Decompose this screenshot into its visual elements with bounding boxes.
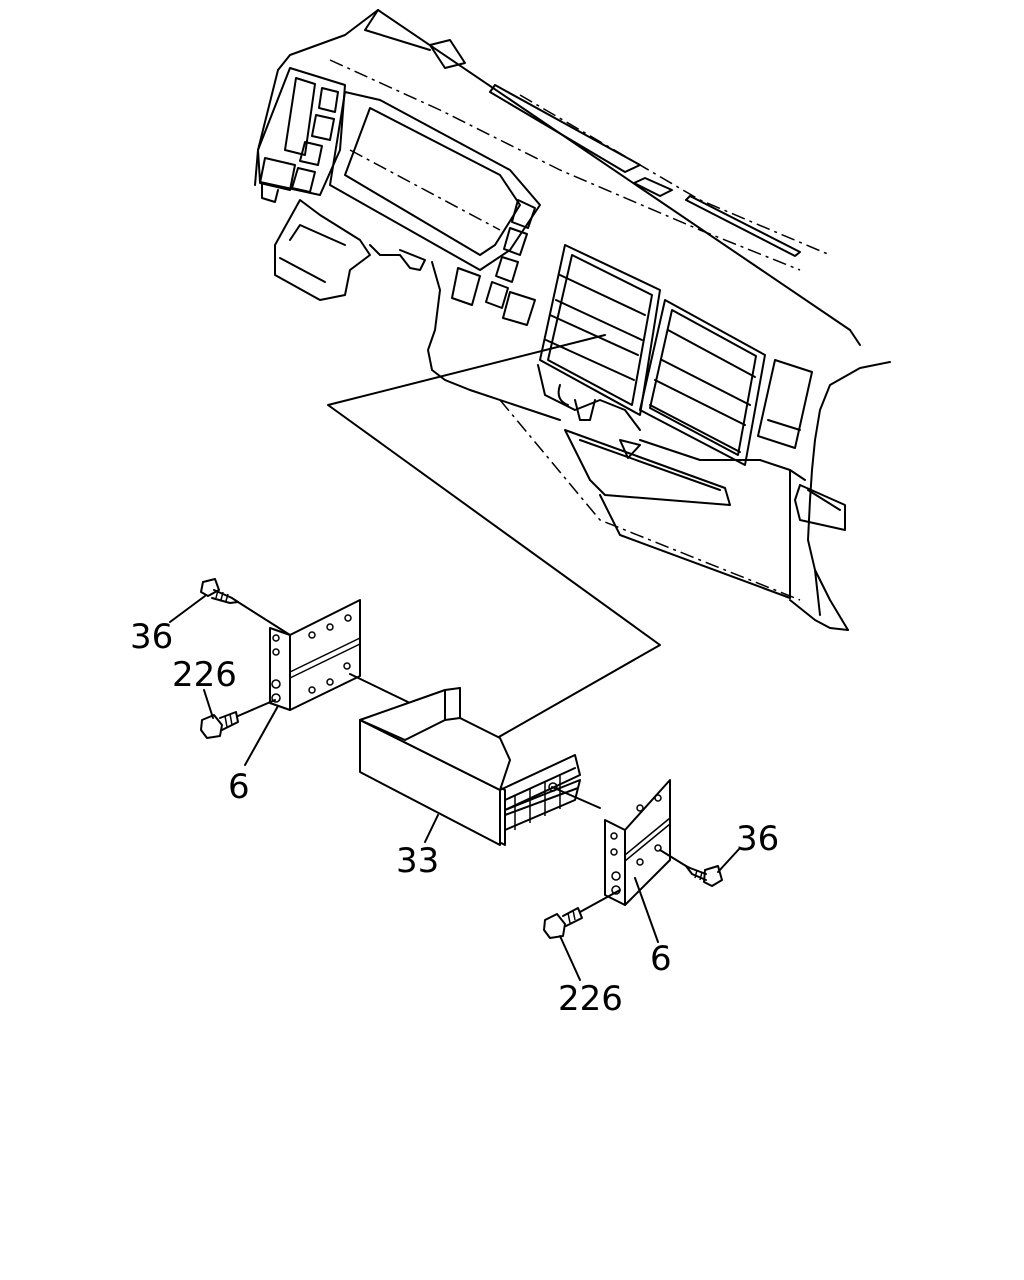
left-bracket bbox=[269, 599, 361, 711]
callout-36-right: 36 bbox=[736, 819, 779, 859]
callout-226-left: 226 bbox=[172, 655, 237, 695]
left-bolt bbox=[200, 699, 276, 739]
right-screw bbox=[659, 849, 723, 887]
callout-6-right: 6 bbox=[650, 939, 672, 979]
right-bolt bbox=[543, 889, 621, 939]
dashboard-assembly bbox=[254, 9, 891, 631]
callout-leaders bbox=[169, 595, 741, 981]
leader-line-left-bracket bbox=[349, 673, 409, 703]
callout-6-left: 6 bbox=[228, 767, 250, 807]
leader-line-dashboard bbox=[327, 334, 661, 759]
callout-33: 33 bbox=[396, 841, 439, 881]
callout-36-left: 36 bbox=[130, 617, 173, 657]
callout-226-right: 226 bbox=[558, 979, 623, 1019]
left-screw bbox=[200, 578, 291, 636]
radio-mount bbox=[359, 687, 601, 846]
